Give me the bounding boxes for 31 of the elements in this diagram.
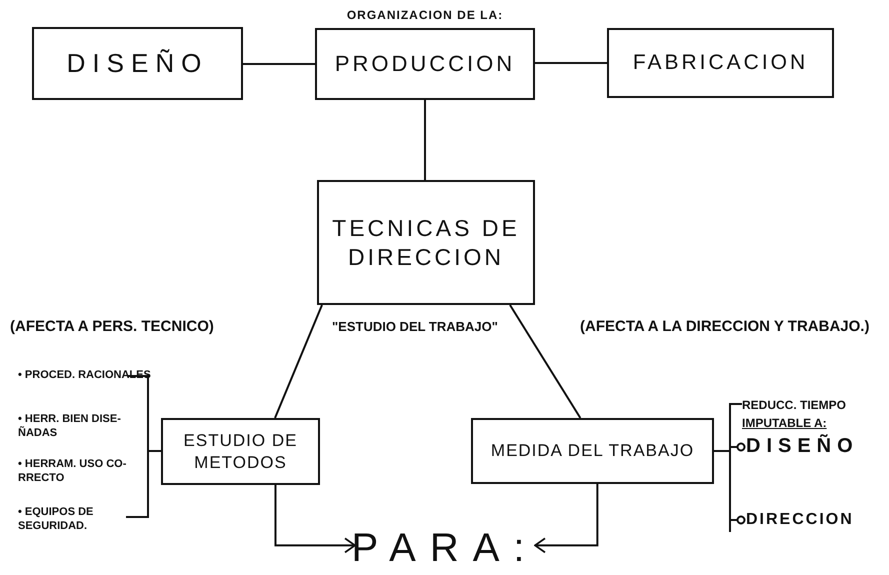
box-label: FABRICACION xyxy=(632,50,808,76)
note-text: REDUCC. TIEMPO xyxy=(742,398,846,412)
box-label: MEDIDA DEL TRABAJO xyxy=(490,440,694,462)
box-label: ESTUDIO DE METODOS xyxy=(182,430,298,473)
list-item: • HERRAM. USO CO- RRECTO xyxy=(18,457,128,486)
list-item: • EQUIPOS DE SEGURIDAD. xyxy=(18,505,94,534)
note-text: IMPUTABLE A: xyxy=(742,416,827,430)
process-box xyxy=(607,28,834,98)
list-item-text: DISEÑO xyxy=(746,435,859,458)
connector-line xyxy=(243,63,315,65)
list-item-text: DIRECCION xyxy=(746,511,854,529)
process-box xyxy=(471,418,714,484)
connector-line xyxy=(509,304,582,419)
list-item: • HERR. BIEN DISE- ÑADAS xyxy=(18,412,122,441)
arrow xyxy=(534,484,598,554)
connector-line xyxy=(274,304,323,418)
note-text: "ESTUDIO DEL TRABAJO" xyxy=(332,319,498,334)
process-box xyxy=(317,180,535,305)
note-text: (AFECTA A LA DIRECCION Y TRABAJO.) xyxy=(580,318,870,335)
box-label: DISEÑO xyxy=(66,47,208,80)
box-heading: ORGANIZACION DE LA: xyxy=(346,8,504,22)
process-box xyxy=(32,27,243,100)
process-box xyxy=(161,418,320,485)
note-text: (AFECTA A PERS. TECNICO) xyxy=(10,318,214,335)
box-label: PRODUCCION xyxy=(334,50,516,78)
box-label: PARA: xyxy=(351,525,539,572)
connector-line xyxy=(535,62,607,64)
arrow xyxy=(274,485,356,554)
box-label: TECNICAS DE DIRECCION xyxy=(331,214,521,272)
connector-line xyxy=(424,100,426,180)
list-item: • PROCED. RACIONALES xyxy=(18,368,152,382)
